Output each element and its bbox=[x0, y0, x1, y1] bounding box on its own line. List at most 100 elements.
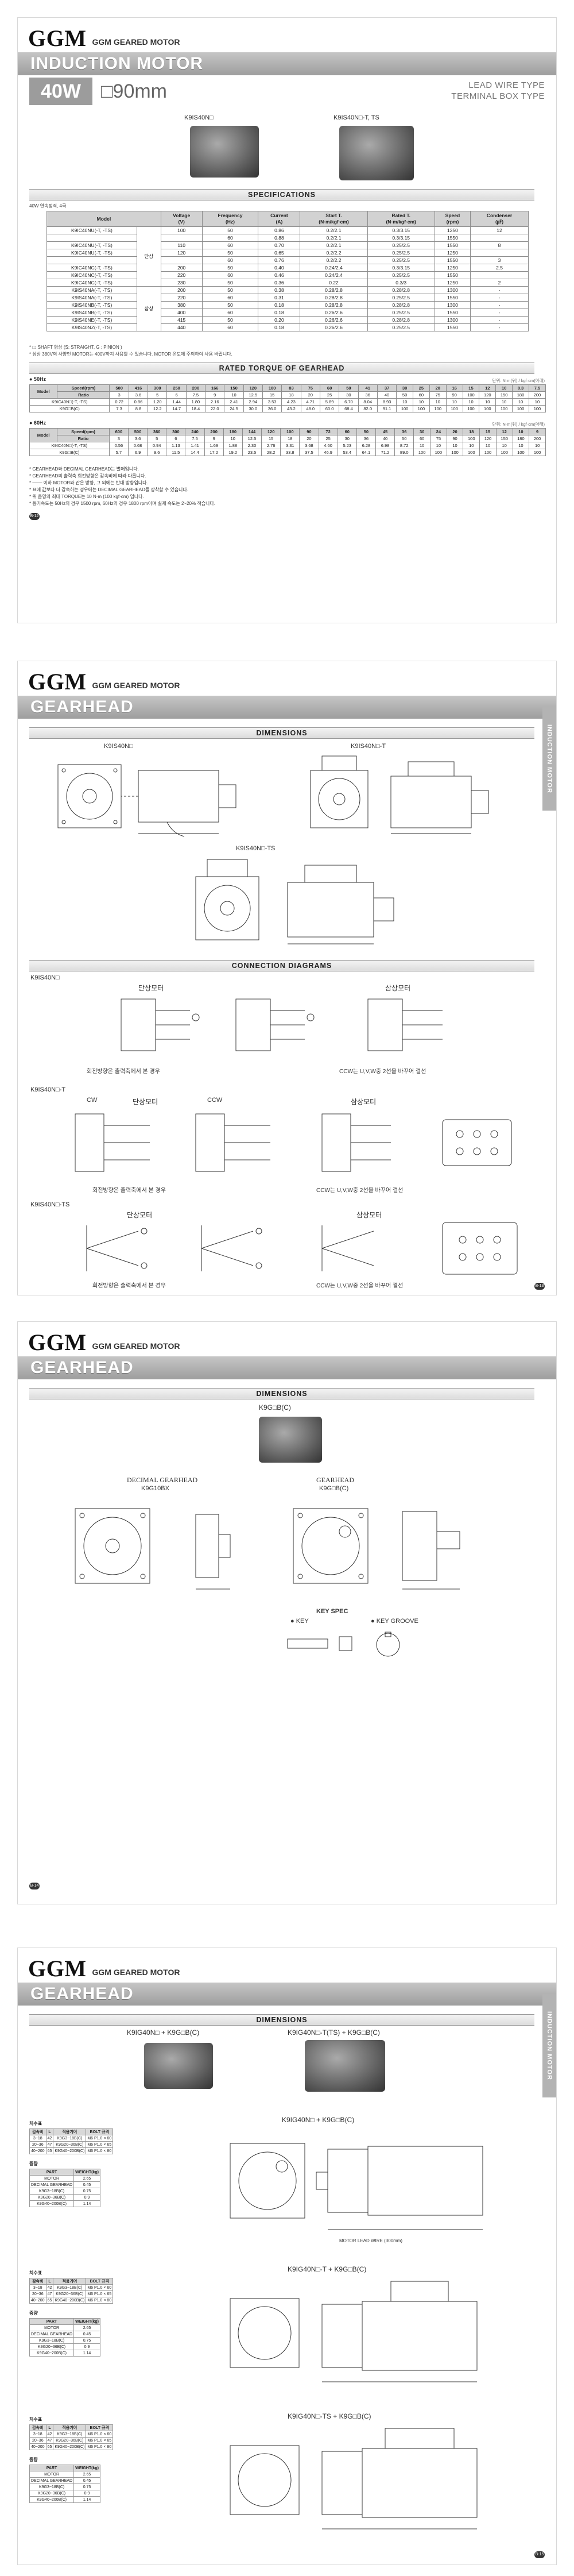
lead-note: MOTOR LEAD WIRE (300mm) bbox=[339, 2238, 403, 2243]
torque-value-cell: 10 bbox=[396, 398, 414, 406]
weight-cell: K9G3~18B(C) bbox=[29, 2337, 75, 2344]
torque-ratio-cell: 30 bbox=[337, 435, 357, 442]
brand-header: GGM GGM GEARED MOTOR bbox=[28, 26, 180, 50]
spec-cell: 0.70 bbox=[258, 241, 301, 249]
combo-drawing-terminal bbox=[224, 2276, 529, 2390]
torque-note: * 동기속도는 50Hz의 경우 1500 rpm, 60Hz의 경우 1800… bbox=[29, 501, 216, 506]
torque-value-cell: 100 bbox=[446, 449, 464, 456]
spec-cell: 0.88 bbox=[258, 234, 301, 242]
torque-speed-cell: 150 bbox=[224, 384, 244, 392]
spec-model-cell: K9IC40NU(-T, -TS) bbox=[46, 241, 137, 249]
weight-cell: 0.45 bbox=[73, 2477, 100, 2484]
torque-value-cell: 3.53 bbox=[262, 398, 282, 406]
photo-caption: K9IS40N□ bbox=[184, 114, 214, 121]
spec-cell: 0.36 bbox=[258, 279, 301, 287]
dim-cell: K9G20~36B(C) bbox=[53, 2437, 87, 2444]
torque-note: * GEARHEAD와 DECIMAL GEARHEAD는 별매입니다. bbox=[29, 466, 139, 472]
combo-drawing-lead bbox=[224, 2126, 529, 2241]
brand-subtitle: GGM GEARED MOTOR bbox=[92, 1968, 180, 1977]
spec-cell bbox=[160, 234, 203, 242]
torque-value-cell: 100 bbox=[462, 405, 480, 412]
weight-cell: K9G40~200B(C) bbox=[29, 2496, 75, 2503]
torque-speed-cell: 100 bbox=[280, 428, 300, 435]
weight-cell: 0.9 bbox=[73, 2490, 100, 2497]
drawing-title: K9IG40N□-T + K9G□B(C) bbox=[288, 2265, 367, 2273]
torque-ratio-cell: 100 bbox=[462, 391, 480, 399]
weight-cell: 0.45 bbox=[73, 2331, 100, 2338]
gear-title: GEARHEAD bbox=[316, 1476, 354, 1484]
dim-header-cell: 감속비 bbox=[29, 2424, 46, 2431]
spec-cell: 50 bbox=[201, 301, 259, 309]
torque-ratio-cell: 180 bbox=[512, 391, 529, 399]
spec-model-cell: K9IS40NZ(-T, -TS) bbox=[46, 323, 137, 331]
torque-value-cell: 7.3 bbox=[109, 405, 129, 412]
torque-ratio-cell: 100 bbox=[463, 435, 480, 442]
torque-speed-cell: 180 bbox=[223, 428, 243, 435]
weight-header-cell: WEIGHT(kg) bbox=[73, 2169, 100, 2176]
key-label: ● KEY bbox=[290, 1618, 309, 1625]
weight-cell: K9G20~36B(C) bbox=[29, 2194, 75, 2201]
spec-cell: 50 bbox=[201, 264, 259, 272]
spec-cell: 0.28/2.8 bbox=[367, 286, 435, 294]
frame-size: □90mm bbox=[101, 80, 167, 102]
gearhead-dimensions-sheet: GGM GGM GEARED MOTOR GEARHEAD INDUCTION … bbox=[17, 661, 557, 1295]
dim-header-cell: L bbox=[45, 2278, 54, 2285]
weight-cell: K9G20~36B(C) bbox=[29, 2490, 75, 2497]
torque-value-cell: 18.4 bbox=[185, 405, 206, 412]
dim-cell: 42 bbox=[45, 2284, 54, 2291]
gearhead-combo-sheet: GGM GGM GEARED MOTOR GEARHEAD INDUCTION … bbox=[17, 1948, 557, 2565]
single-phase-label: 단상모터 bbox=[133, 1098, 158, 1106]
spec-cell: 400 bbox=[160, 308, 203, 317]
torque-value-cell: 33.8 bbox=[280, 449, 300, 456]
torque-ratio-cell: 90 bbox=[445, 391, 463, 399]
section-banner: INDUCTION MOTOR bbox=[18, 52, 556, 75]
spec-cell: 0.2/2.1 bbox=[300, 241, 368, 249]
dim-cell: 65 bbox=[45, 2297, 54, 2304]
torque-speed-cell: 7.5 bbox=[528, 384, 546, 392]
dim-header-cell: BOLT 규격 bbox=[86, 2128, 114, 2135]
spec-model-cell bbox=[46, 256, 137, 264]
weight-cell: 1.14 bbox=[73, 2200, 100, 2207]
weight-header-cell: PART bbox=[29, 2318, 75, 2325]
power-rating: 40W bbox=[29, 78, 92, 105]
dim-cell: M6 P1.0 × 60 bbox=[86, 2431, 114, 2438]
weight-cell: 0.75 bbox=[73, 2484, 100, 2490]
weight-cell: DECIMAL GEARHEAD bbox=[29, 2331, 75, 2338]
torque-speed-cell: 41 bbox=[358, 384, 378, 392]
torque-note: * GEARHEAD의 출력축 회전방향은 감속비에 따라 다릅니다. bbox=[29, 473, 146, 479]
brand-header: GGM GGM GEARED MOTOR bbox=[28, 1956, 180, 1980]
torque-value-cell: 100 bbox=[495, 449, 513, 456]
torque-value-cell: 0.72 bbox=[109, 398, 129, 406]
torque-head-cell: Ratio bbox=[57, 435, 110, 442]
torque-ratio-cell: 75 bbox=[430, 435, 447, 442]
torque-value-cell: 43.2 bbox=[281, 405, 301, 412]
weight-cell: K9G3~18B(C) bbox=[29, 2484, 75, 2490]
torque-value-cell: 6.70 bbox=[339, 398, 359, 406]
torque-value-cell: 1.44 bbox=[166, 398, 187, 406]
spec-header-cell: Rated T. (N·m/kgf·cm) bbox=[367, 211, 435, 227]
torque-speed-cell: 300 bbox=[166, 428, 186, 435]
brand-logo: GGM bbox=[28, 669, 87, 695]
drawing-caption: K9IS40N□-T bbox=[351, 743, 386, 750]
spec-model-cell: K9IS40NA(-T, -TS) bbox=[46, 286, 137, 294]
spec-cell: 0.18 bbox=[258, 308, 301, 317]
spec-header-cell: Voltage (V) bbox=[160, 211, 203, 227]
wiring-diagram-terminal-ts bbox=[52, 1220, 556, 1277]
spec-cell: 50 bbox=[201, 316, 259, 324]
